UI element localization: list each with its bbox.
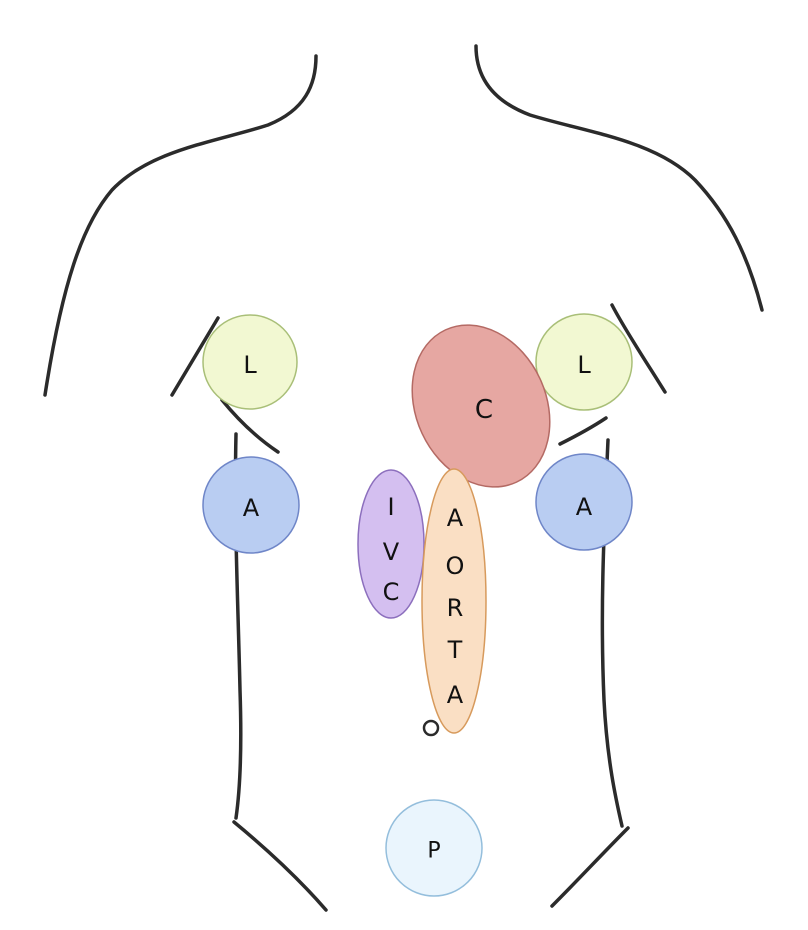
lung-left-circle — [202, 314, 298, 410]
celiac[interactable]: C — [387, 302, 576, 509]
lung-left[interactable]: L — [202, 314, 298, 410]
lung-right[interactable]: L — [535, 313, 633, 411]
neck-shoulder-right — [474, 44, 764, 312]
ivc-letter: C — [383, 578, 400, 606]
ivc[interactable]: I V C — [357, 469, 425, 619]
pelvis-label: P — [427, 839, 440, 864]
ivc-letter: I — [387, 493, 394, 521]
celiac-label: C — [475, 395, 493, 425]
adrenal-left-circle — [202, 456, 300, 554]
adrenal-right-label: A — [576, 493, 593, 521]
aorta-letter: R — [447, 594, 464, 622]
pelvis-circle — [385, 799, 483, 897]
aorta-letter: T — [447, 636, 463, 664]
pelvis[interactable]: P — [385, 799, 483, 897]
adrenal-right-circle — [535, 453, 633, 551]
ribcage-left — [170, 316, 220, 397]
ivc-letter: V — [383, 538, 400, 566]
ribcage-right — [610, 303, 667, 394]
aorta-letter: O — [446, 552, 465, 580]
lung-right-circle — [535, 313, 633, 411]
umbilicus — [422, 719, 440, 737]
aorta-ellipse — [421, 468, 487, 734]
lung-right-label: L — [577, 351, 591, 379]
adrenal-right[interactable]: A — [535, 453, 633, 551]
ribcage-right-lower — [558, 416, 608, 446]
ribcage-left-lower — [220, 398, 280, 454]
hip-left — [232, 820, 328, 912]
adrenal-left[interactable]: A — [202, 456, 300, 554]
aorta[interactable]: A O R T A — [421, 468, 487, 734]
hip-right — [550, 826, 630, 908]
aorta-letter: A — [447, 504, 464, 532]
aorta-letter: A — [447, 681, 464, 709]
neck-shoulder-left — [43, 54, 318, 397]
adrenal-left-label: A — [243, 494, 260, 522]
lung-left-label: L — [243, 351, 257, 379]
ivc-ellipse — [357, 469, 425, 619]
celiac-ellipse — [411, 324, 551, 488]
